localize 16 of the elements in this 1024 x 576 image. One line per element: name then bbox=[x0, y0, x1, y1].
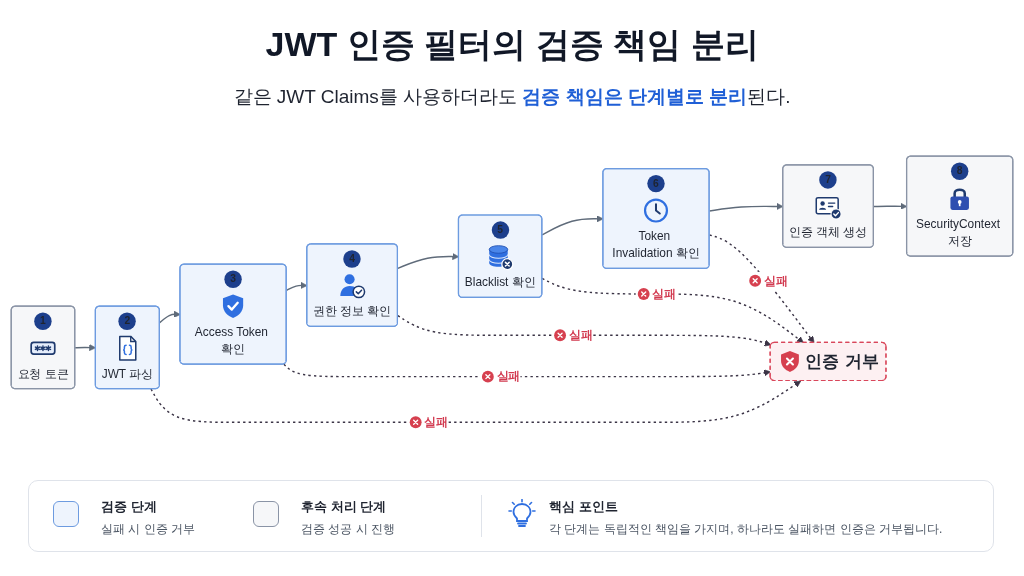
subtitle: 같은 JWT Claims를 사용하더라도 검증 책임은 단계별로 분리된다. bbox=[233, 85, 791, 109]
edge-label: 실패 bbox=[763, 273, 788, 288]
edge-label: 실패 bbox=[652, 286, 677, 301]
edge-label: 실패 bbox=[496, 369, 521, 384]
arrow bbox=[283, 363, 771, 378]
legend-label: 검증 단계 bbox=[101, 498, 157, 516]
arrow bbox=[397, 315, 772, 347]
arrow bbox=[150, 380, 802, 424]
title: JWT 인증 필터의 검증 책임 분리 bbox=[265, 24, 759, 65]
edge-label: 실패 bbox=[568, 328, 593, 342]
legend-description: 검증 성공 시 진행 bbox=[301, 521, 395, 538]
edge-label: 실패 bbox=[424, 415, 449, 429]
note-text: 각 단계는 독립적인 책임을 가지며, 하나라도 실패하면 인증은 거부됩니다. bbox=[549, 521, 943, 538]
note-heading: 핵심 포인트 bbox=[549, 498, 618, 516]
legend-description: 실패 시 인증 거부 bbox=[101, 521, 195, 538]
legend-label: 후속 처리 단계 bbox=[301, 498, 387, 516]
